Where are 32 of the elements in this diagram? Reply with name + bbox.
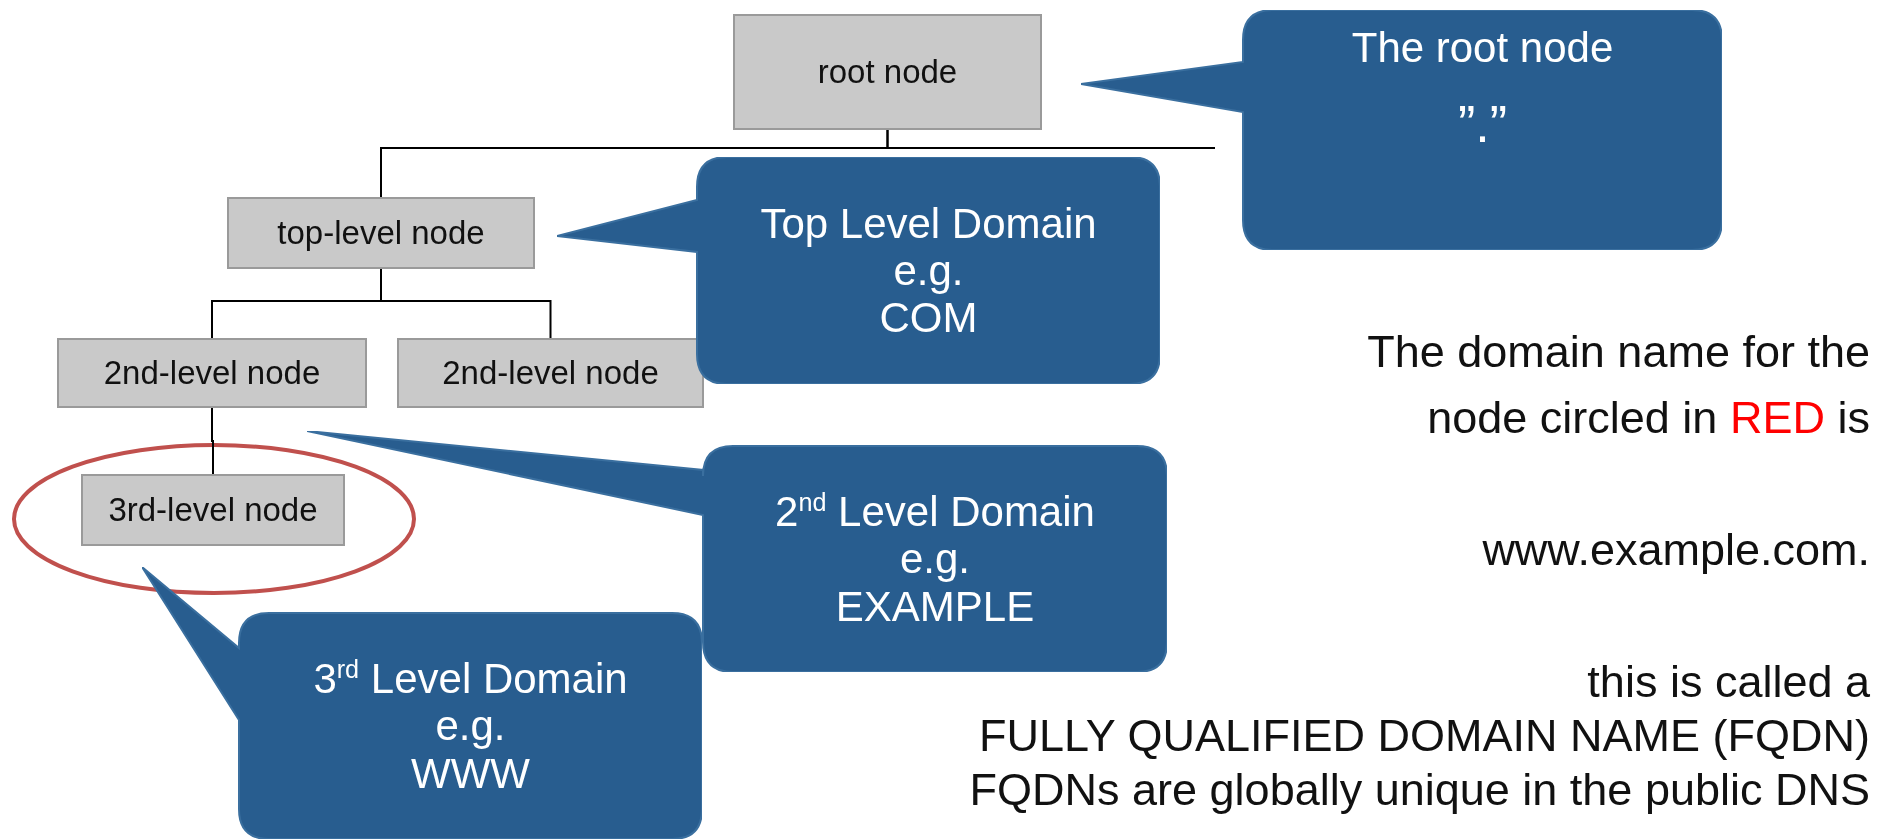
- note-text: FQDNs are globally unique in the public DNS: [969, 764, 1870, 816]
- tree-node-box: [81, 474, 345, 546]
- callout-text: 3$^{rd}$ Level Domain: [313, 655, 628, 703]
- node-label: 2nd-level node: [103, 354, 321, 392]
- callout-text: COM: [879, 294, 978, 342]
- highlight-word: RED: [1729, 392, 1825, 443]
- tree-node-box: [397, 338, 704, 408]
- tree-node-box: [57, 338, 367, 408]
- callout-text: ”.”: [1457, 95, 1508, 154]
- callout-bubble: [142, 567, 702, 839]
- node-label: root node: [817, 53, 958, 91]
- tree-node-box: [227, 197, 535, 269]
- callout-text: EXAMPLE: [835, 582, 1035, 630]
- note-text: is: [1837, 392, 1870, 443]
- note-text: this is called a: [1587, 656, 1870, 708]
- note-text: The domain name for the: [1367, 326, 1870, 378]
- note-text: FULLY QUALIFIED DOMAIN NAME (FQDN): [979, 710, 1870, 762]
- callout-text: e.g.: [893, 247, 964, 294]
- note-text: www.example.com.: [1482, 524, 1870, 576]
- callout-text: 2$^{nd}$ Level Domain: [775, 488, 1095, 536]
- callout-text: The root node: [1351, 24, 1614, 72]
- tree-connector: [886, 129, 1216, 149]
- tree-node-box: [733, 14, 1042, 130]
- callout-text: Top Level Domain: [760, 199, 1097, 247]
- tree-connector: [211, 407, 214, 475]
- node-label: 3rd-level node: [108, 491, 318, 529]
- node-label: 2nd-level node: [442, 354, 659, 392]
- callout-text: e.g.: [435, 702, 506, 750]
- note-text: node circled in: [1427, 392, 1718, 443]
- callout-text: e.g.: [899, 535, 971, 583]
- callout-text: WWW: [411, 749, 530, 797]
- node-label: top-level node: [277, 214, 485, 252]
